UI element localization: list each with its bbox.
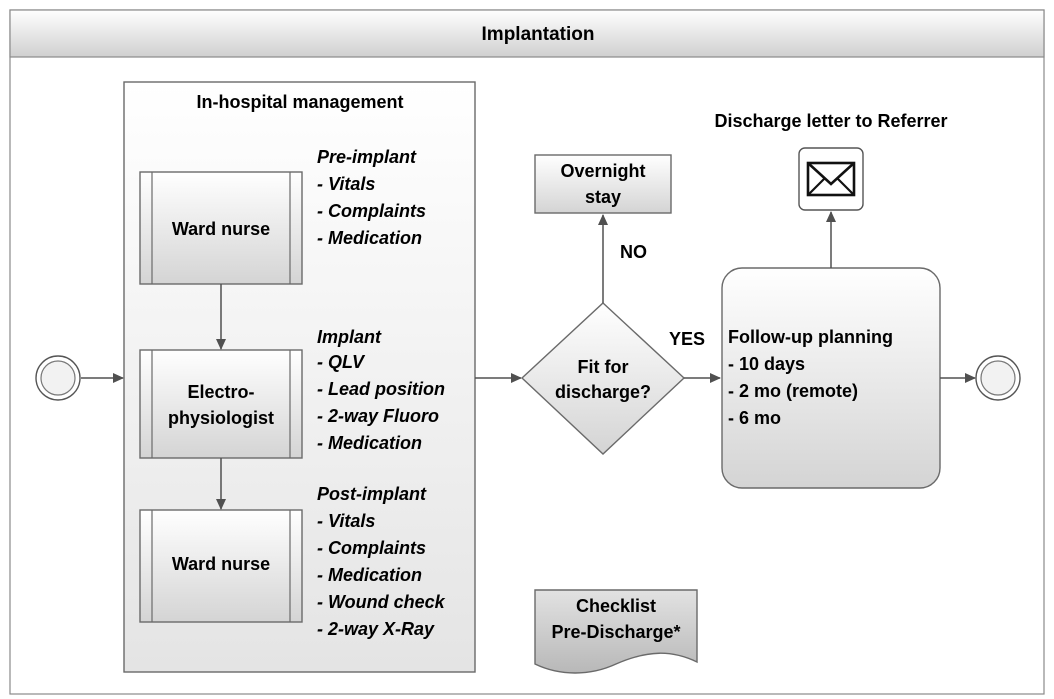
task-electrophysiologist[interactable]: Electro- physiologist xyxy=(139,349,303,459)
task-ward-nurse-post[interactable]: Ward nurse xyxy=(139,509,303,623)
task-label: Ward nurse xyxy=(172,219,270,239)
followup-line: - 6 mo xyxy=(728,408,781,428)
annotation-line: - Lead position xyxy=(317,379,445,399)
overnight-label-line1: Overnight xyxy=(560,161,645,181)
checklist-document[interactable]: Checklist Pre-Discharge* xyxy=(534,589,698,674)
task-ward-nurse-pre[interactable]: Ward nurse xyxy=(139,171,303,285)
annotation-line: - 2-way Fluoro xyxy=(317,406,439,426)
pool-header xyxy=(9,9,1045,58)
gateway-label-line2: discharge? xyxy=(555,382,651,402)
annotation-line: - Vitals xyxy=(317,511,375,531)
annotation-line: - Vitals xyxy=(317,174,375,194)
subprocess-title: In-hospital management xyxy=(196,92,403,112)
overnight-stay-box[interactable]: Overnight stay xyxy=(534,154,672,214)
checklist-line1: Checklist xyxy=(576,596,656,616)
annotation-line: - QLV xyxy=(317,352,366,372)
followup-line: - 10 days xyxy=(728,354,805,374)
discharge-letter-label: Discharge letter to Referrer xyxy=(714,111,947,131)
followup-line: Follow-up planning xyxy=(728,327,893,347)
task-label: Ward nurse xyxy=(172,554,270,574)
task-followup-planning[interactable]: Follow-up planning - 10 days - 2 mo (rem… xyxy=(721,267,941,489)
start-event[interactable] xyxy=(35,355,81,401)
annotation-line: Implant xyxy=(317,327,382,347)
annotation-line: - 2-way X-Ray xyxy=(317,619,435,639)
overnight-label-line2: stay xyxy=(585,187,621,207)
gateway-fit-for-discharge[interactable]: Fit for discharge? xyxy=(520,302,686,455)
checklist-line2: Pre-Discharge* xyxy=(551,622,680,642)
annotation-line: - Complaints xyxy=(317,201,426,221)
envelope-icon[interactable] xyxy=(798,147,864,211)
flow-label-no: NO xyxy=(620,242,647,262)
annotation-line: Pre-implant xyxy=(317,147,417,167)
end-event[interactable] xyxy=(975,355,1021,401)
followup-line: - 2 mo (remote) xyxy=(728,381,858,401)
annotation-line: Post-implant xyxy=(317,484,427,504)
annotation-line: - Wound check xyxy=(317,592,446,612)
gateway-label-line1: Fit for xyxy=(578,357,629,377)
annotation-implant: Implant - QLV - Lead position - 2-way Fl… xyxy=(317,327,445,453)
annotation-pre-implant: Pre-implant - Vitals - Complaints - Medi… xyxy=(317,147,426,248)
annotation-post-implant: Post-implant - Vitals - Complaints - Med… xyxy=(317,484,446,639)
annotation-line: - Medication xyxy=(317,433,422,453)
task-label-line1: Electro- xyxy=(187,382,254,402)
annotation-line: - Medication xyxy=(317,228,422,248)
pool-title: Implantation xyxy=(482,24,595,45)
flow-label-yes: YES xyxy=(669,329,705,349)
annotation-line: - Medication xyxy=(317,565,422,585)
annotation-line: - Complaints xyxy=(317,538,426,558)
task-label-line2: physiologist xyxy=(168,408,274,428)
